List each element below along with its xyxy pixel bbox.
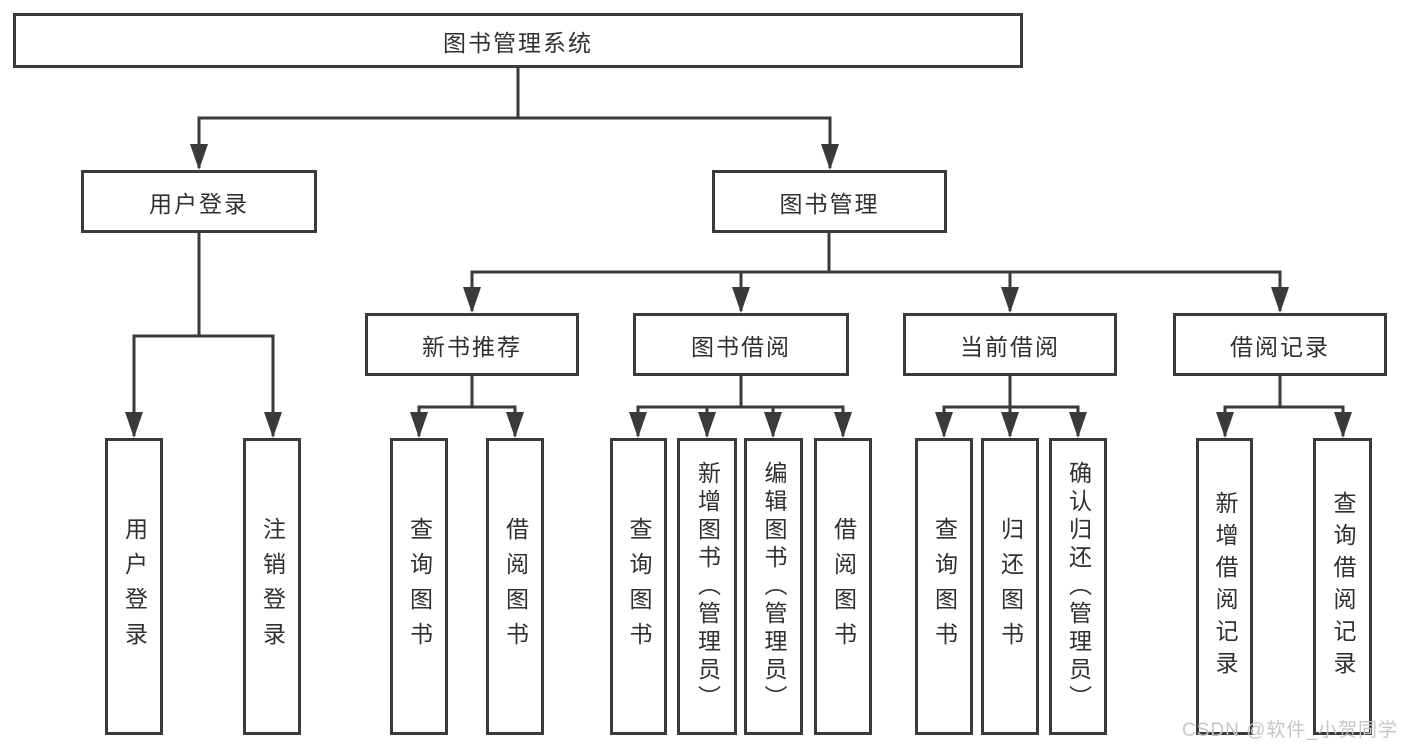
node-label: 查询图书 [931,516,958,657]
node-new-book-recommend: 新书推荐 [365,313,579,376]
node-label: 新书推荐 [422,333,522,360]
node-label: 图书借阅 [691,333,791,360]
leaf-query-borrow-record: 查询借阅记录 [1313,438,1372,735]
node-label: 新增借阅记录 [1212,490,1238,683]
leaf-query-books: 查询图书 [915,438,973,735]
node-label: 查询借阅记录 [1330,490,1356,683]
leaf-add-borrow-record: 新增借阅记录 [1196,438,1253,735]
leaf-add-books-admin: 新增图书（管理员） [677,438,737,735]
leaf-return-books: 归还图书 [981,438,1039,735]
leaf-confirm-return-admin: 确认归还（管理员） [1049,438,1107,735]
node-label: 新增图书（管理员） [694,460,721,713]
node-label: 归还图书 [997,516,1024,657]
node-label: 图书管理系统 [443,29,593,56]
node-label: 用户登录 [121,516,148,657]
node-label: 查询图书 [406,516,433,657]
node-label: 图书管理 [779,190,880,217]
node-label: 借阅记录 [1230,333,1330,360]
arrowheads [125,144,1352,438]
node-current-borrowing: 当前借阅 [903,313,1117,376]
leaf-query-books: 查询图书 [610,438,667,735]
node-label: 编辑图书（管理员） [761,460,787,713]
node-book-management: 图书管理 [712,170,947,233]
node-system-root: 图书管理系统 [13,13,1023,68]
node-label: 用户登录 [149,190,249,217]
node-book-borrowing: 图书借阅 [633,313,849,376]
leaf-logout: 注销登录 [243,438,301,735]
leaf-query-books: 查询图书 [390,438,448,735]
leaf-borrow-books: 借阅图书 [814,438,872,735]
leaf-user-login: 用户登录 [105,438,163,735]
csdn-watermark: CSDN @软件_小贺同学 [1182,720,1398,741]
node-borrow-records: 借阅记录 [1173,313,1387,376]
leaf-borrow-books: 借阅图书 [486,438,544,735]
node-label: 借阅图书 [502,516,529,657]
leaf-edit-books-admin: 编辑图书（管理员） [744,438,803,735]
node-user-login: 用户登录 [81,170,317,233]
node-label: 注销登录 [259,516,286,657]
node-label: 查询图书 [626,516,652,657]
node-label: 当前借阅 [960,333,1060,360]
node-label: 确认归还（管理员） [1065,460,1092,713]
node-label: 借阅图书 [830,516,857,657]
